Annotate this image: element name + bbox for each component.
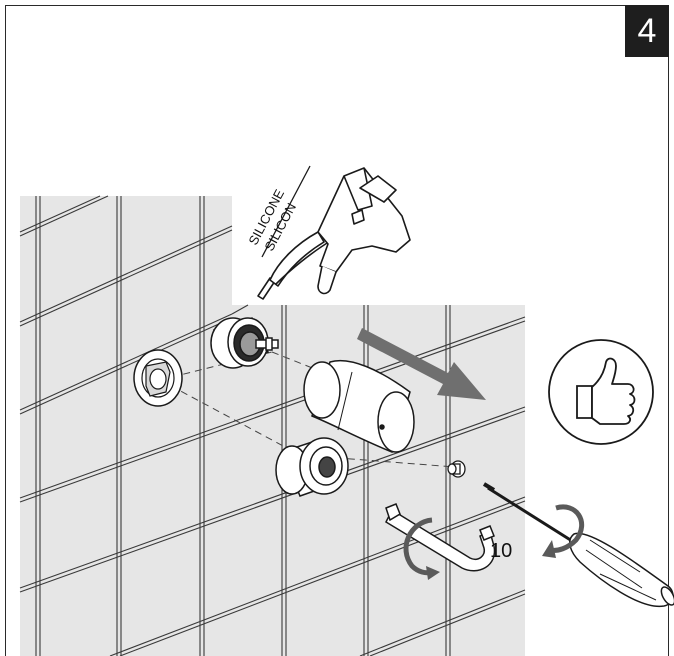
cylinder-handle <box>303 359 415 454</box>
step-frame <box>5 5 669 656</box>
screwdriver-icon <box>482 482 674 608</box>
direction-arrow-icon <box>357 328 486 400</box>
wrench-size-label: 10 <box>490 540 512 562</box>
trim-ring <box>275 437 349 497</box>
set-screw <box>447 460 466 478</box>
rotation-arrow-left-icon <box>403 517 440 580</box>
allen-key-icon <box>385 503 496 572</box>
wall-mount-flange <box>133 349 183 407</box>
silicone-gun-icon <box>257 167 411 300</box>
thumbs-up-icon <box>548 339 654 445</box>
cartridge-body <box>210 317 279 369</box>
step-number-badge: 4 <box>625 5 669 57</box>
rotation-arrow-right-icon <box>542 504 584 558</box>
silicone-label-divider <box>261 165 311 258</box>
tile-wall-surface <box>20 196 525 656</box>
